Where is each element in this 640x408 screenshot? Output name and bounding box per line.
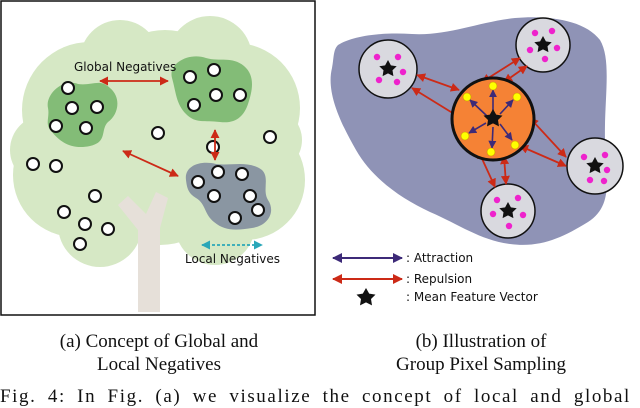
mean-feature-star: [586, 157, 604, 174]
sample-points: [26, 63, 277, 251]
caption-a: (a) Concept of Global and Local Negative…: [0, 330, 318, 376]
mean-feature-star: [379, 60, 397, 77]
anchor-pixels: [460, 81, 522, 157]
repulsion-arrow: [416, 73, 460, 92]
caption-a-line2: Local Negatives: [97, 354, 221, 375]
satellite-bottom: [480, 183, 536, 239]
global-arrow-diagonal: [122, 150, 179, 177]
satellite-top-right: [515, 17, 571, 73]
caption-b: (b) Illustration of Group Pixel Sampling: [322, 330, 640, 376]
figure-body-text: Fig. 4: In Fig. (a) we visualize the con…: [0, 386, 631, 407]
satellite-right: [566, 137, 624, 195]
global-cluster-left: [47, 82, 118, 148]
repulsion-arrow: [500, 155, 510, 185]
legend-repulsion-label: : Repulsion: [406, 272, 472, 286]
legend-star-icon: [356, 288, 376, 306]
mean-feature-star: [499, 202, 517, 219]
legend-attraction-label: : Attraction: [406, 251, 473, 265]
legend: : Attraction : Repulsion : Mean Feature …: [332, 251, 538, 306]
mean-feature-star: [534, 36, 552, 53]
tree-trunk-upper: [118, 192, 168, 312]
caption-b-line2: Group Pixel Sampling: [396, 354, 566, 375]
caption-a-line1: (a) Concept of Global and: [59, 331, 259, 352]
attraction-arrows: [468, 89, 514, 149]
local-negatives-label: Local Negatives: [185, 252, 280, 266]
satellite-top-left: [358, 39, 418, 99]
repulsion-arrow: [519, 145, 567, 167]
local-cluster: [185, 162, 272, 230]
caption-b-line1: (b) Illustration of: [415, 331, 547, 352]
panel-b: : Attraction : Repulsion : Mean Feature …: [330, 17, 624, 306]
mean-feature-star: [483, 109, 503, 127]
global-negatives-label: Global Negatives: [74, 60, 176, 74]
panel-a: Global Negatives Local Negatives: [0, 0, 316, 316]
legend-mean-feature-label: : Mean Feature Vector: [406, 290, 538, 304]
